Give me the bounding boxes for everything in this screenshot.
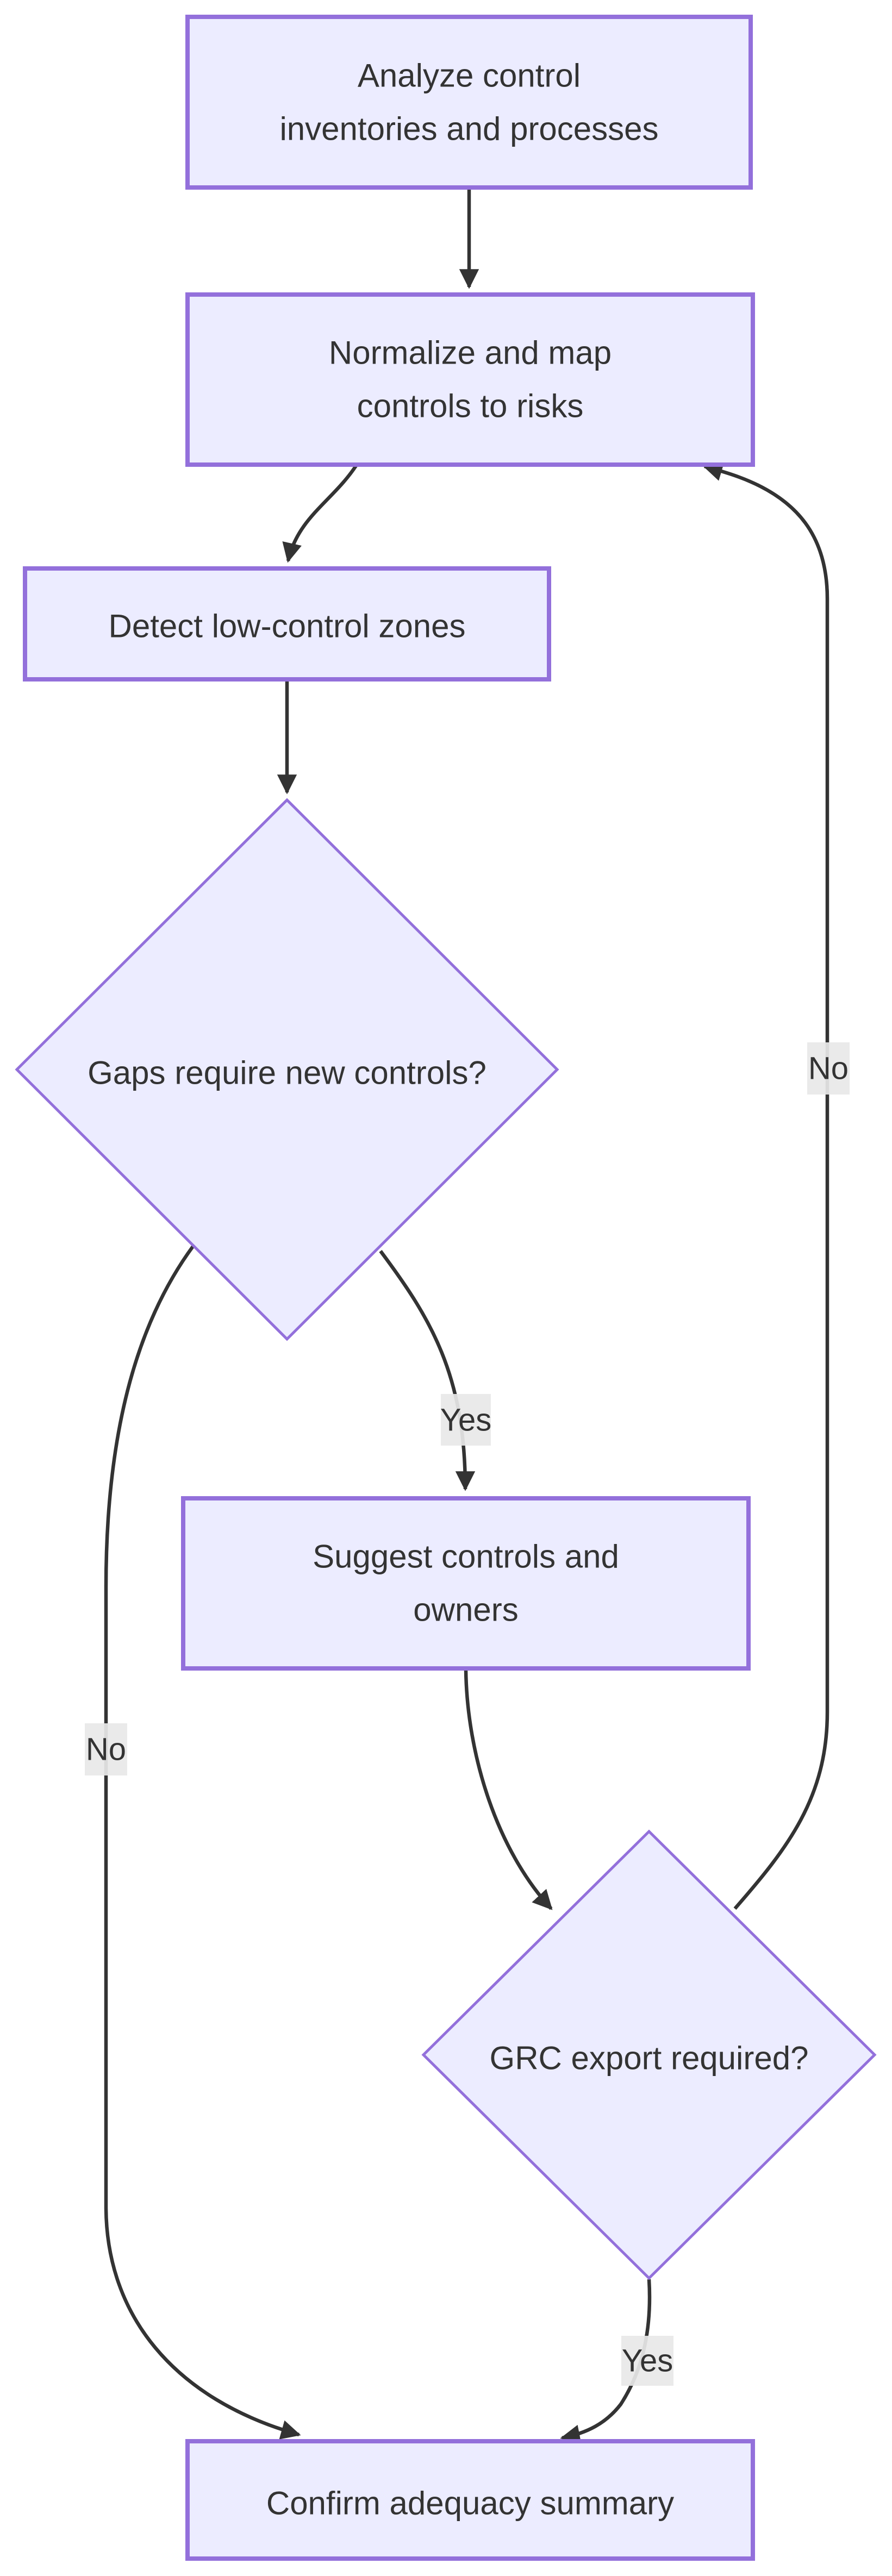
edge-grc-no-to-normalize xyxy=(702,461,829,1910)
edge-label-background xyxy=(441,1394,491,1446)
process-box xyxy=(23,566,551,681)
node-normalize-map-controls: Normalize and map controls to risks xyxy=(185,292,755,467)
node-confirm-adequacy-summary: Confirm adequacy summary xyxy=(185,2439,755,2561)
decision-diamond xyxy=(15,798,559,1341)
edge-label-no: No xyxy=(86,1732,126,1767)
node-label: Confirm adequacy summary xyxy=(266,2485,674,2522)
node-analyze-control-inventories: Analyze control inventories and processe… xyxy=(185,15,753,190)
edge-label-background xyxy=(621,2336,673,2386)
edge-label-background xyxy=(807,1042,850,1095)
node-label-line2: controls to risks xyxy=(357,388,584,424)
edge-label-no: No xyxy=(808,1051,849,1086)
process-box xyxy=(185,2439,755,2561)
edge-label-yes: Yes xyxy=(622,2343,673,2379)
node-suggest-controls-owners: Suggest controls and owners xyxy=(181,1496,751,1671)
edge-label-grc-yes: Yes xyxy=(621,2336,673,2386)
process-box xyxy=(185,15,753,190)
node-detect-low-control-zones: Detect low-control zones xyxy=(23,566,551,681)
node-gaps-require-new-controls-decision: Gaps require new controls? xyxy=(15,798,559,1341)
edges xyxy=(104,187,829,2444)
edge-gaps-no-to-confirm xyxy=(104,1245,301,2440)
process-box xyxy=(185,292,755,467)
node-label: Gaps require new controls? xyxy=(88,1055,486,1091)
node-label-line2: owners xyxy=(413,1592,518,1628)
edge-suggest-to-grc xyxy=(464,1669,553,1910)
node-label-line1: Suggest controls and xyxy=(313,1539,619,1575)
node-label: Detect low-control zones xyxy=(109,608,466,645)
edge-grc-yes-to-confirm xyxy=(560,2279,652,2444)
node-label: GRC export required? xyxy=(490,2040,809,2077)
node-label-line1: Normalize and map xyxy=(329,335,612,371)
edge-label-grc-no: No xyxy=(807,1042,850,1095)
edge-label-background xyxy=(85,1723,127,1775)
node-grc-export-required-decision: GRC export required? xyxy=(421,1829,877,2280)
decision-diamond xyxy=(421,1829,877,2280)
node-label-line2: inventories and processes xyxy=(279,111,658,147)
edge-label-gaps-no: No xyxy=(85,1723,127,1775)
node-label-line1: Analyze control xyxy=(358,58,581,94)
edge-label-gaps-yes: Yes xyxy=(440,1394,492,1446)
edge-label-yes: Yes xyxy=(440,1403,492,1438)
process-box xyxy=(181,1496,751,1671)
edge-normalize-to-detect xyxy=(282,465,358,563)
edge-gaps-yes-to-suggest xyxy=(379,1250,476,1491)
